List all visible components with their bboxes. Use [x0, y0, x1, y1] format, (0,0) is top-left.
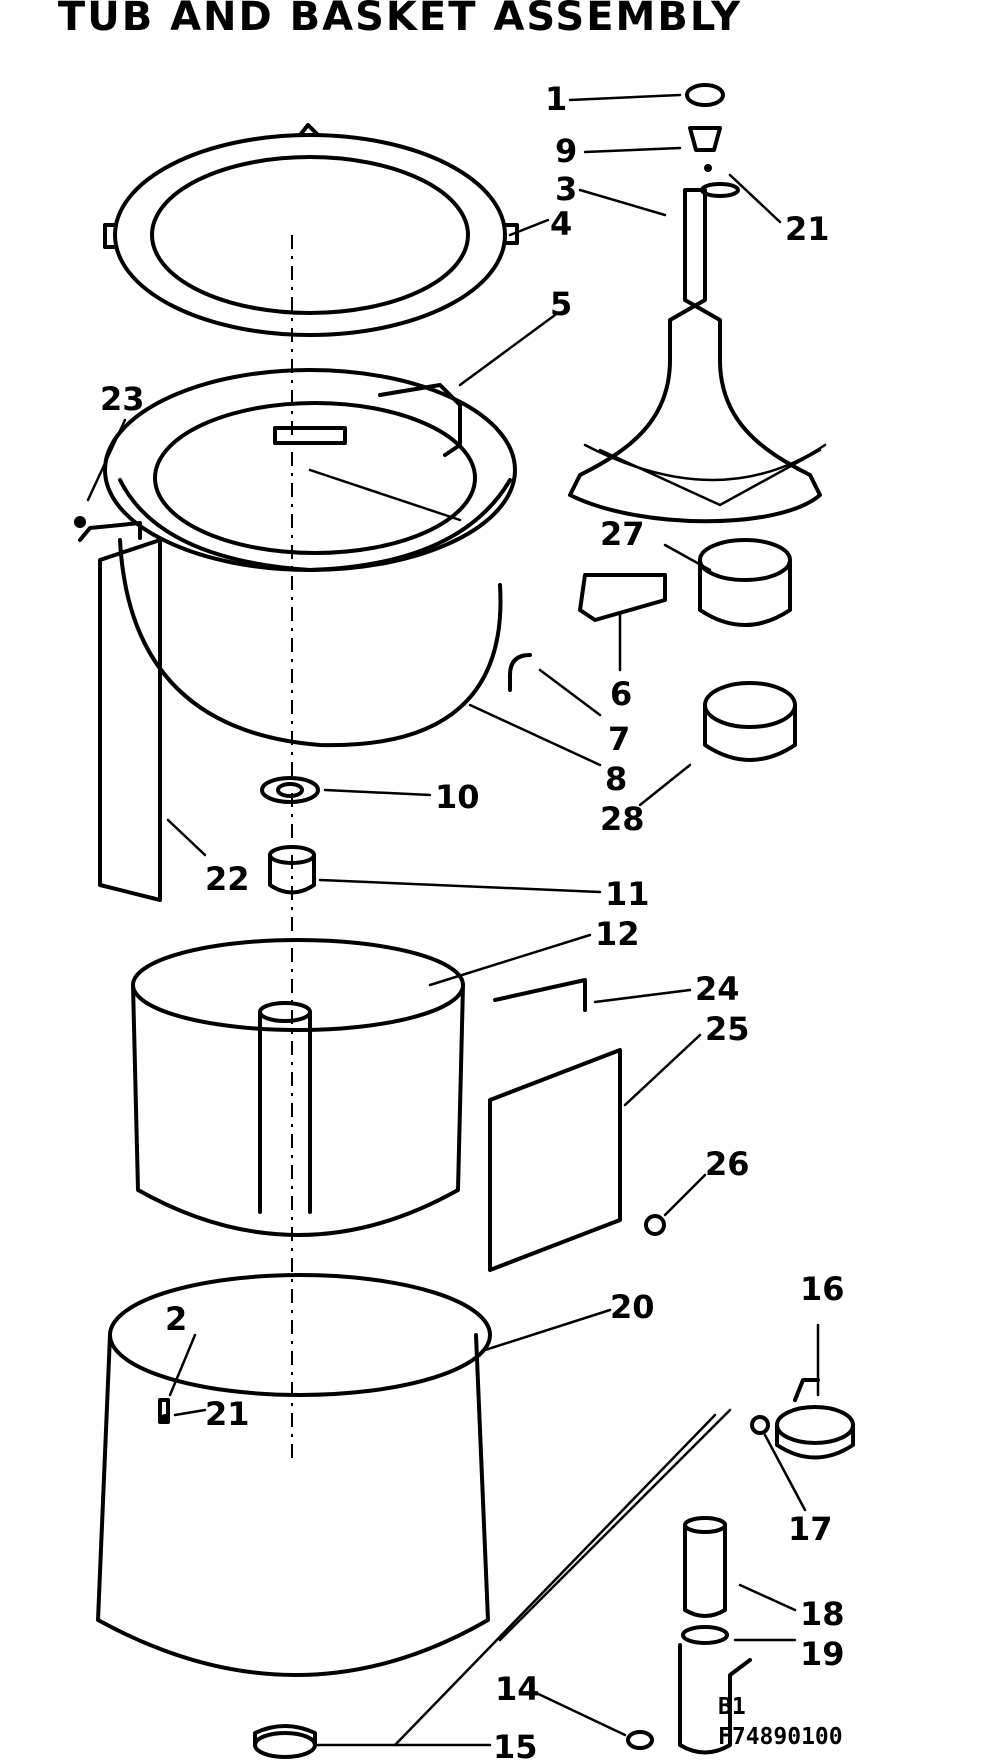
callout-17: 17 [788, 1510, 833, 1548]
part-22-shield [98, 538, 162, 902]
part-7-clip [508, 653, 532, 692]
callout-15: 15 [493, 1728, 538, 1762]
drawing-code-line-1: B1 [718, 1694, 746, 1720]
drawing-code: B1 F74890100 [718, 1692, 843, 1752]
callout-10: 10 [435, 778, 480, 816]
callout-9: 9 [555, 132, 577, 170]
callout-21-bottom: 21 [205, 1395, 250, 1433]
callout-22: 22 [205, 860, 250, 898]
callout-20: 20 [610, 1288, 655, 1326]
part-9-insert [688, 126, 722, 152]
part-6-part [578, 573, 667, 622]
callout-1: 1 [545, 80, 567, 118]
part-15-foot [253, 1724, 317, 1759]
callout-11: 11 [605, 875, 650, 913]
callout-3: 3 [555, 170, 577, 208]
callout-labels: 1 2 3 4 5 6 7 8 9 10 11 12 14 15 16 17 1… [100, 80, 845, 1762]
callout-12: 12 [595, 915, 640, 953]
part-5-tub-cover [103, 368, 517, 572]
part-16-pump [775, 1378, 855, 1460]
part-14-clamp [626, 1730, 654, 1750]
callout-28: 28 [600, 800, 645, 838]
part-23-screw [74, 516, 86, 528]
callout-8: 8 [605, 760, 627, 798]
part-20-outer-tub [96, 1273, 492, 1677]
callout-19: 19 [800, 1635, 845, 1673]
part-22-clip [78, 521, 142, 542]
drawing-code-line-2: F74890100 [718, 1724, 843, 1750]
part-27-cam [698, 538, 792, 627]
part-18-filter [683, 1516, 727, 1618]
leader-lines [86, 93, 820, 1747]
callout-18: 18 [800, 1595, 845, 1633]
part-4-tub-ring [103, 123, 519, 337]
callout-27: 27 [600, 515, 645, 553]
callout-23: 23 [100, 380, 145, 418]
part-2-stud [158, 1398, 170, 1424]
part-25-panel [488, 1048, 622, 1272]
part-21-nut [161, 1414, 169, 1422]
part-3-agitator [568, 182, 827, 524]
callout-16: 16 [800, 1270, 845, 1308]
callout-5: 5 [550, 285, 572, 323]
callout-7: 7 [608, 720, 630, 758]
part-1-cap [685, 83, 725, 107]
part-19-seal [681, 1625, 729, 1645]
part-26-plug [644, 1214, 666, 1236]
callout-21-top: 21 [785, 210, 830, 248]
part-10-seal [260, 776, 320, 804]
part-24-bracket [493, 978, 587, 1012]
part-28-drive [703, 681, 797, 762]
part-11-hub [268, 845, 316, 895]
diagram-title: TUB AND BASKET ASSEMBLY [57, 0, 743, 40]
part-21-top [704, 164, 712, 172]
callout-24: 24 [695, 970, 740, 1008]
callout-4: 4 [550, 205, 572, 243]
callout-6: 6 [610, 675, 632, 713]
drain-hose-lines [393, 1408, 732, 1747]
part-17-clamp [750, 1415, 770, 1435]
callout-25: 25 [705, 1010, 750, 1048]
part-12-basket [131, 938, 465, 1237]
callout-2: 2 [165, 1300, 187, 1338]
callout-14: 14 [495, 1670, 540, 1708]
drain-elbow [678, 1643, 752, 1755]
part-8-gasket [118, 538, 503, 748]
callout-26: 26 [705, 1145, 750, 1183]
